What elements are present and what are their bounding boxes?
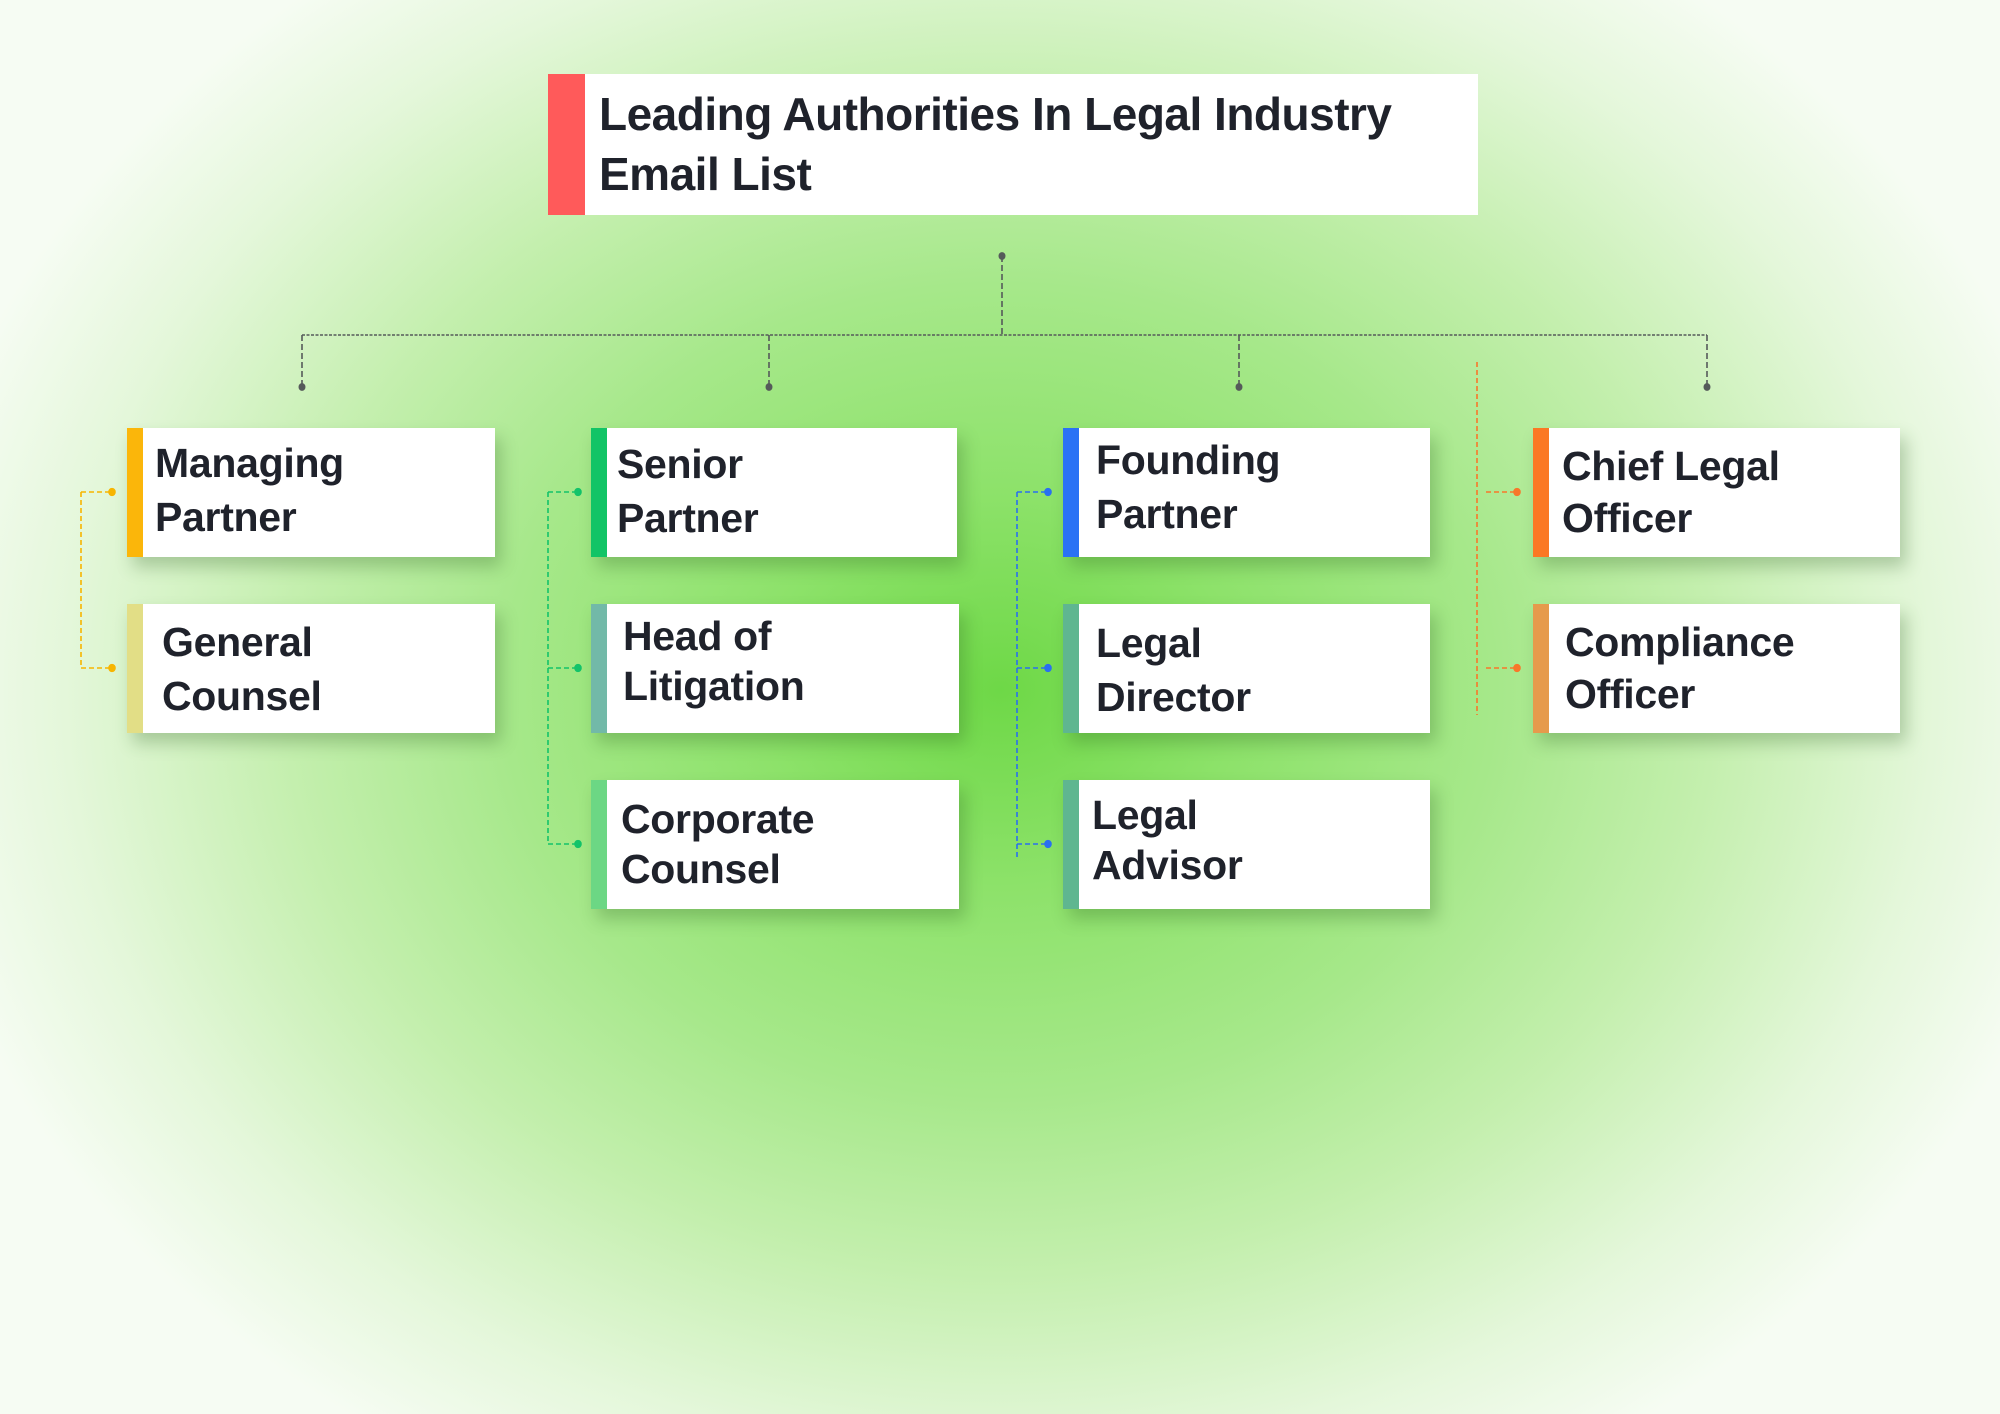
- column-4-dot-2: [1513, 663, 1521, 673]
- node-label: Corporate Counsel: [621, 796, 815, 892]
- node-senior-partner: Senior Partner: [591, 428, 957, 557]
- node-compliance-officer: Compliance Officer: [1533, 604, 1900, 733]
- diagram-title: Leading Authorities In Legal Industry Em…: [599, 88, 1392, 200]
- column-3-dot-1: [1044, 487, 1052, 497]
- column-2-dot-3: [574, 839, 582, 849]
- accent-bar: [591, 604, 607, 733]
- trunk-connector: [298, 252, 1711, 391]
- column-3-dot-2: [1044, 663, 1052, 673]
- node-head-of-litigation: Head of Litigation: [591, 604, 959, 733]
- node-label: Managing Partner: [155, 440, 344, 540]
- node-label: Legal Director: [1096, 620, 1251, 720]
- accent-bar: [591, 428, 607, 557]
- node-founding-partner: Founding Partner: [1063, 428, 1430, 557]
- drop-dot-4: [1703, 383, 1711, 391]
- node-legal-director: Legal Director: [1063, 604, 1430, 733]
- column-4-dot-1: [1513, 487, 1521, 497]
- node-label: Head of Litigation: [623, 613, 805, 709]
- column-2-dot-1: [574, 487, 582, 497]
- drop-dot-2: [765, 383, 773, 391]
- column-3-dot-3: [1044, 839, 1052, 849]
- node-general-counsel: General Counsel: [127, 604, 495, 733]
- drop-dot-1: [298, 383, 306, 391]
- node-label: General Counsel: [162, 619, 322, 719]
- node-chief-legal-officer: Chief Legal Officer: [1533, 428, 1900, 557]
- node-corporate-counsel: Corporate Counsel: [591, 780, 959, 909]
- title-card: Leading Authorities In Legal Industry Em…: [548, 74, 1478, 215]
- accent-bar: [1533, 428, 1549, 557]
- accent-bar: [1063, 780, 1079, 909]
- accent-bar: [1533, 604, 1549, 733]
- node-label: Founding Partner: [1096, 437, 1281, 537]
- column-1-dot-2: [108, 663, 116, 673]
- node-managing-partner: Managing Partner: [127, 428, 495, 557]
- trunk-top-dot: [998, 252, 1006, 260]
- column-1-dot-1: [108, 487, 116, 497]
- accent-bar: [1063, 428, 1079, 557]
- node-label: Chief Legal Officer: [1562, 443, 1780, 541]
- node-label: Legal Advisor: [1092, 792, 1243, 888]
- accent-bar: [1063, 604, 1079, 733]
- node-label: Senior Partner: [617, 441, 759, 541]
- title-accent-bar: [548, 74, 585, 215]
- column-2-dot-2: [574, 663, 582, 673]
- node-label: Compliance Officer: [1565, 619, 1795, 717]
- accent-bar: [127, 604, 143, 733]
- accent-bar: [127, 428, 143, 557]
- accent-bar: [591, 780, 607, 909]
- node-legal-advisor: Legal Advisor: [1063, 780, 1430, 909]
- drop-dot-3: [1235, 383, 1243, 391]
